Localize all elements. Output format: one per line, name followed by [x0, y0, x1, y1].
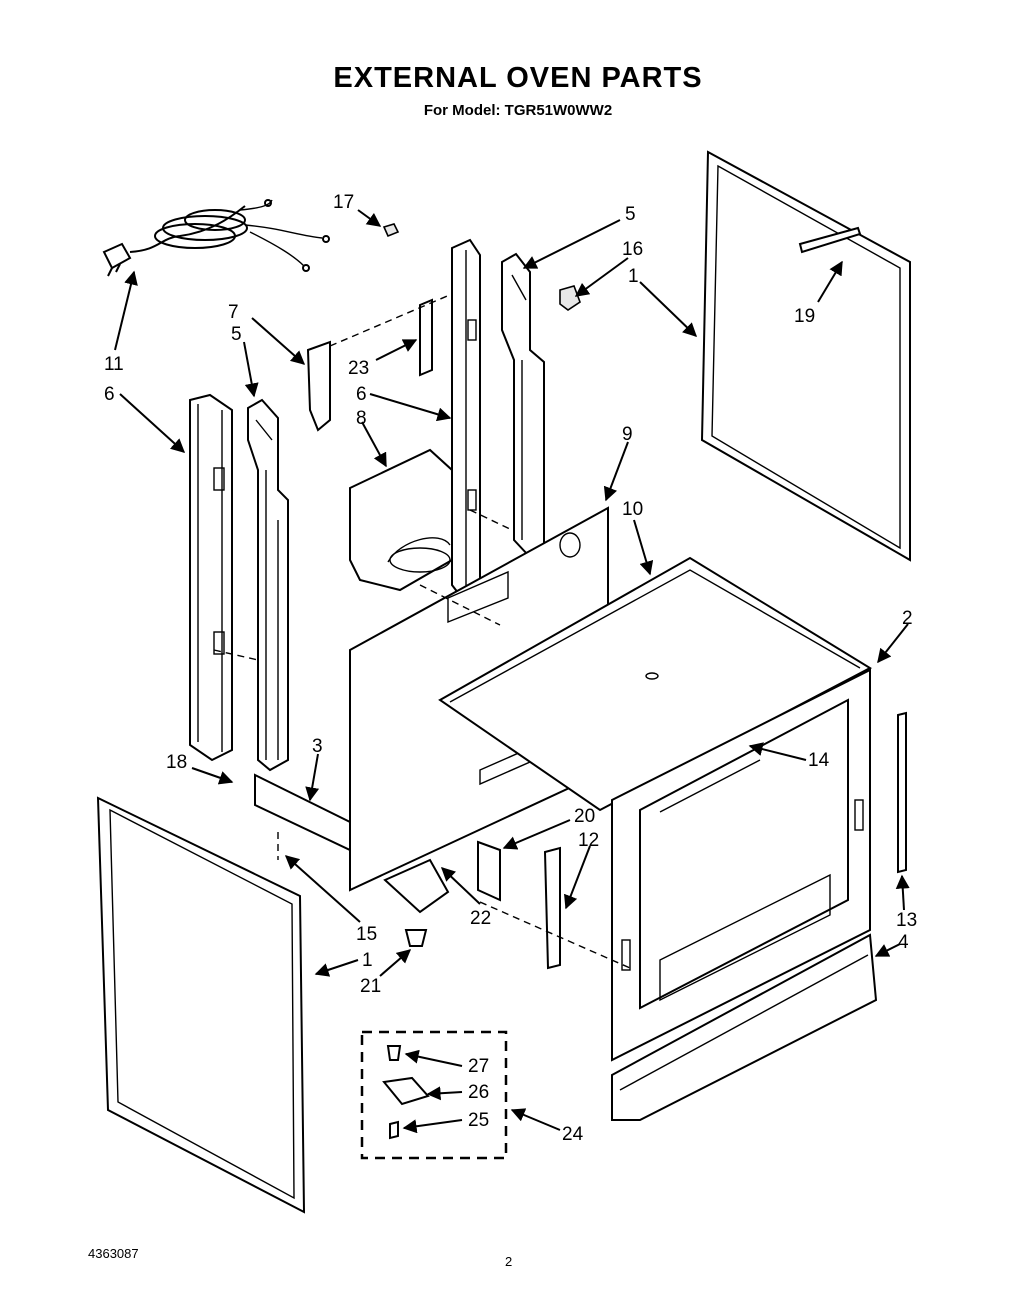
top-panel-10 — [438, 556, 873, 812]
center-upright-6 — [451, 238, 481, 600]
callout-5-right: 5 — [625, 204, 636, 225]
side-panel-right-1 — [700, 150, 911, 562]
power-cord — [102, 199, 330, 277]
left-side-panel — [189, 393, 233, 762]
callout-23: 23 — [348, 358, 369, 379]
callout-12: 12 — [578, 830, 599, 851]
bottom-rail-3 — [254, 773, 351, 852]
callout-4: 4 — [898, 932, 909, 953]
document-number: 4363087 — [88, 1246, 139, 1261]
trim-strip-13 — [897, 711, 907, 874]
leader-arrows — [114, 209, 910, 1134]
callout-15: 15 — [356, 924, 377, 945]
page-number: 2 — [505, 1254, 513, 1269]
callout-25: 25 — [468, 1110, 489, 1131]
pin-25 — [389, 1120, 399, 1140]
callout-21: 21 — [360, 976, 381, 997]
callout-14: 14 — [808, 750, 830, 771]
callout-10: 10 — [622, 499, 643, 520]
callout-1-right: 1 — [628, 266, 639, 287]
bracket-20 — [477, 840, 501, 902]
callout-6-center: 6 — [356, 384, 367, 405]
hardware-kit-box-24 — [360, 1030, 508, 1160]
vent-duct-8 — [349, 448, 453, 592]
callout-8: 8 — [356, 408, 367, 429]
assembly-lines — [213, 293, 631, 969]
screw-27 — [386, 1045, 402, 1061]
callout-27: 27 — [468, 1056, 489, 1077]
callout-19: 19 — [794, 306, 815, 327]
page-title: EXTERNAL OVEN PARTS — [333, 62, 703, 94]
toe-kick-4 — [611, 933, 878, 1121]
strip-14 — [659, 759, 761, 813]
callout-26: 26 — [468, 1082, 489, 1103]
front-frame-2 — [611, 668, 871, 1062]
clip-16 — [559, 285, 581, 311]
callout-9: 9 — [622, 424, 633, 445]
callout-13: 13 — [896, 910, 917, 931]
callout-17: 17 — [333, 192, 354, 213]
callout-2: 2 — [902, 608, 913, 629]
rod-19 — [798, 226, 862, 254]
callout-16: 16 — [622, 239, 643, 260]
callout-1-left: 1 — [362, 950, 373, 971]
bracket-7 — [306, 340, 331, 432]
callout-18: 18 — [166, 752, 187, 773]
hinge-26 — [382, 1076, 430, 1106]
model-subtitle: For Model: TGR51W0WW2 — [423, 102, 613, 119]
callout-5-left: 5 — [231, 324, 242, 345]
callout-11: 11 — [104, 354, 124, 375]
side-panel-left-1 — [96, 796, 306, 1214]
callout-22: 22 — [470, 908, 491, 929]
slide-12 — [543, 846, 561, 970]
foot-bracket-22 — [383, 858, 450, 914]
strip-23 — [419, 298, 433, 377]
callout-24: 24 — [562, 1124, 584, 1145]
callout-6-left: 6 — [104, 384, 115, 405]
callout-7: 7 — [228, 302, 239, 323]
callout-3: 3 — [312, 736, 323, 757]
right-support-channel — [501, 252, 545, 557]
part-17-clip — [382, 223, 400, 238]
left-support-channel — [247, 398, 289, 772]
callout-labels: 17 5 16 1 19 11 7 5 23 6 6 8 9 10 2 3 18… — [104, 192, 917, 1145]
callout-20: 20 — [574, 806, 595, 827]
leveling-leg-21 — [404, 929, 428, 947]
